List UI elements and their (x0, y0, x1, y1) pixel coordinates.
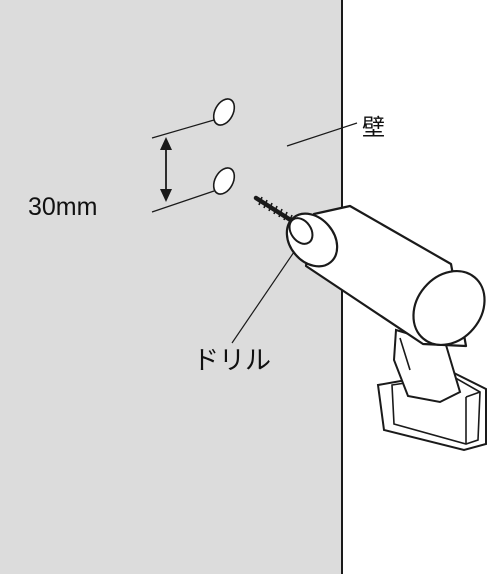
wall-leader-line (286, 122, 358, 147)
dimension-arrow-head-top (160, 137, 172, 150)
dimension-label: 30mm (28, 193, 98, 221)
lower-hole (212, 167, 236, 195)
drill-chuck (288, 217, 314, 245)
drill-trigger (399, 337, 411, 371)
wall-panel (0, 0, 342, 574)
drill-leader-line (231, 251, 295, 344)
drill-label: ドリル (193, 346, 272, 376)
dimension-arrow-head-bottom (160, 189, 172, 202)
dimension-leader-top (151, 119, 215, 139)
drill-end-cap (412, 269, 486, 347)
upper-hole (212, 98, 236, 126)
dimension-leader-bottom (151, 190, 215, 213)
wall-label: 壁 (362, 115, 385, 141)
